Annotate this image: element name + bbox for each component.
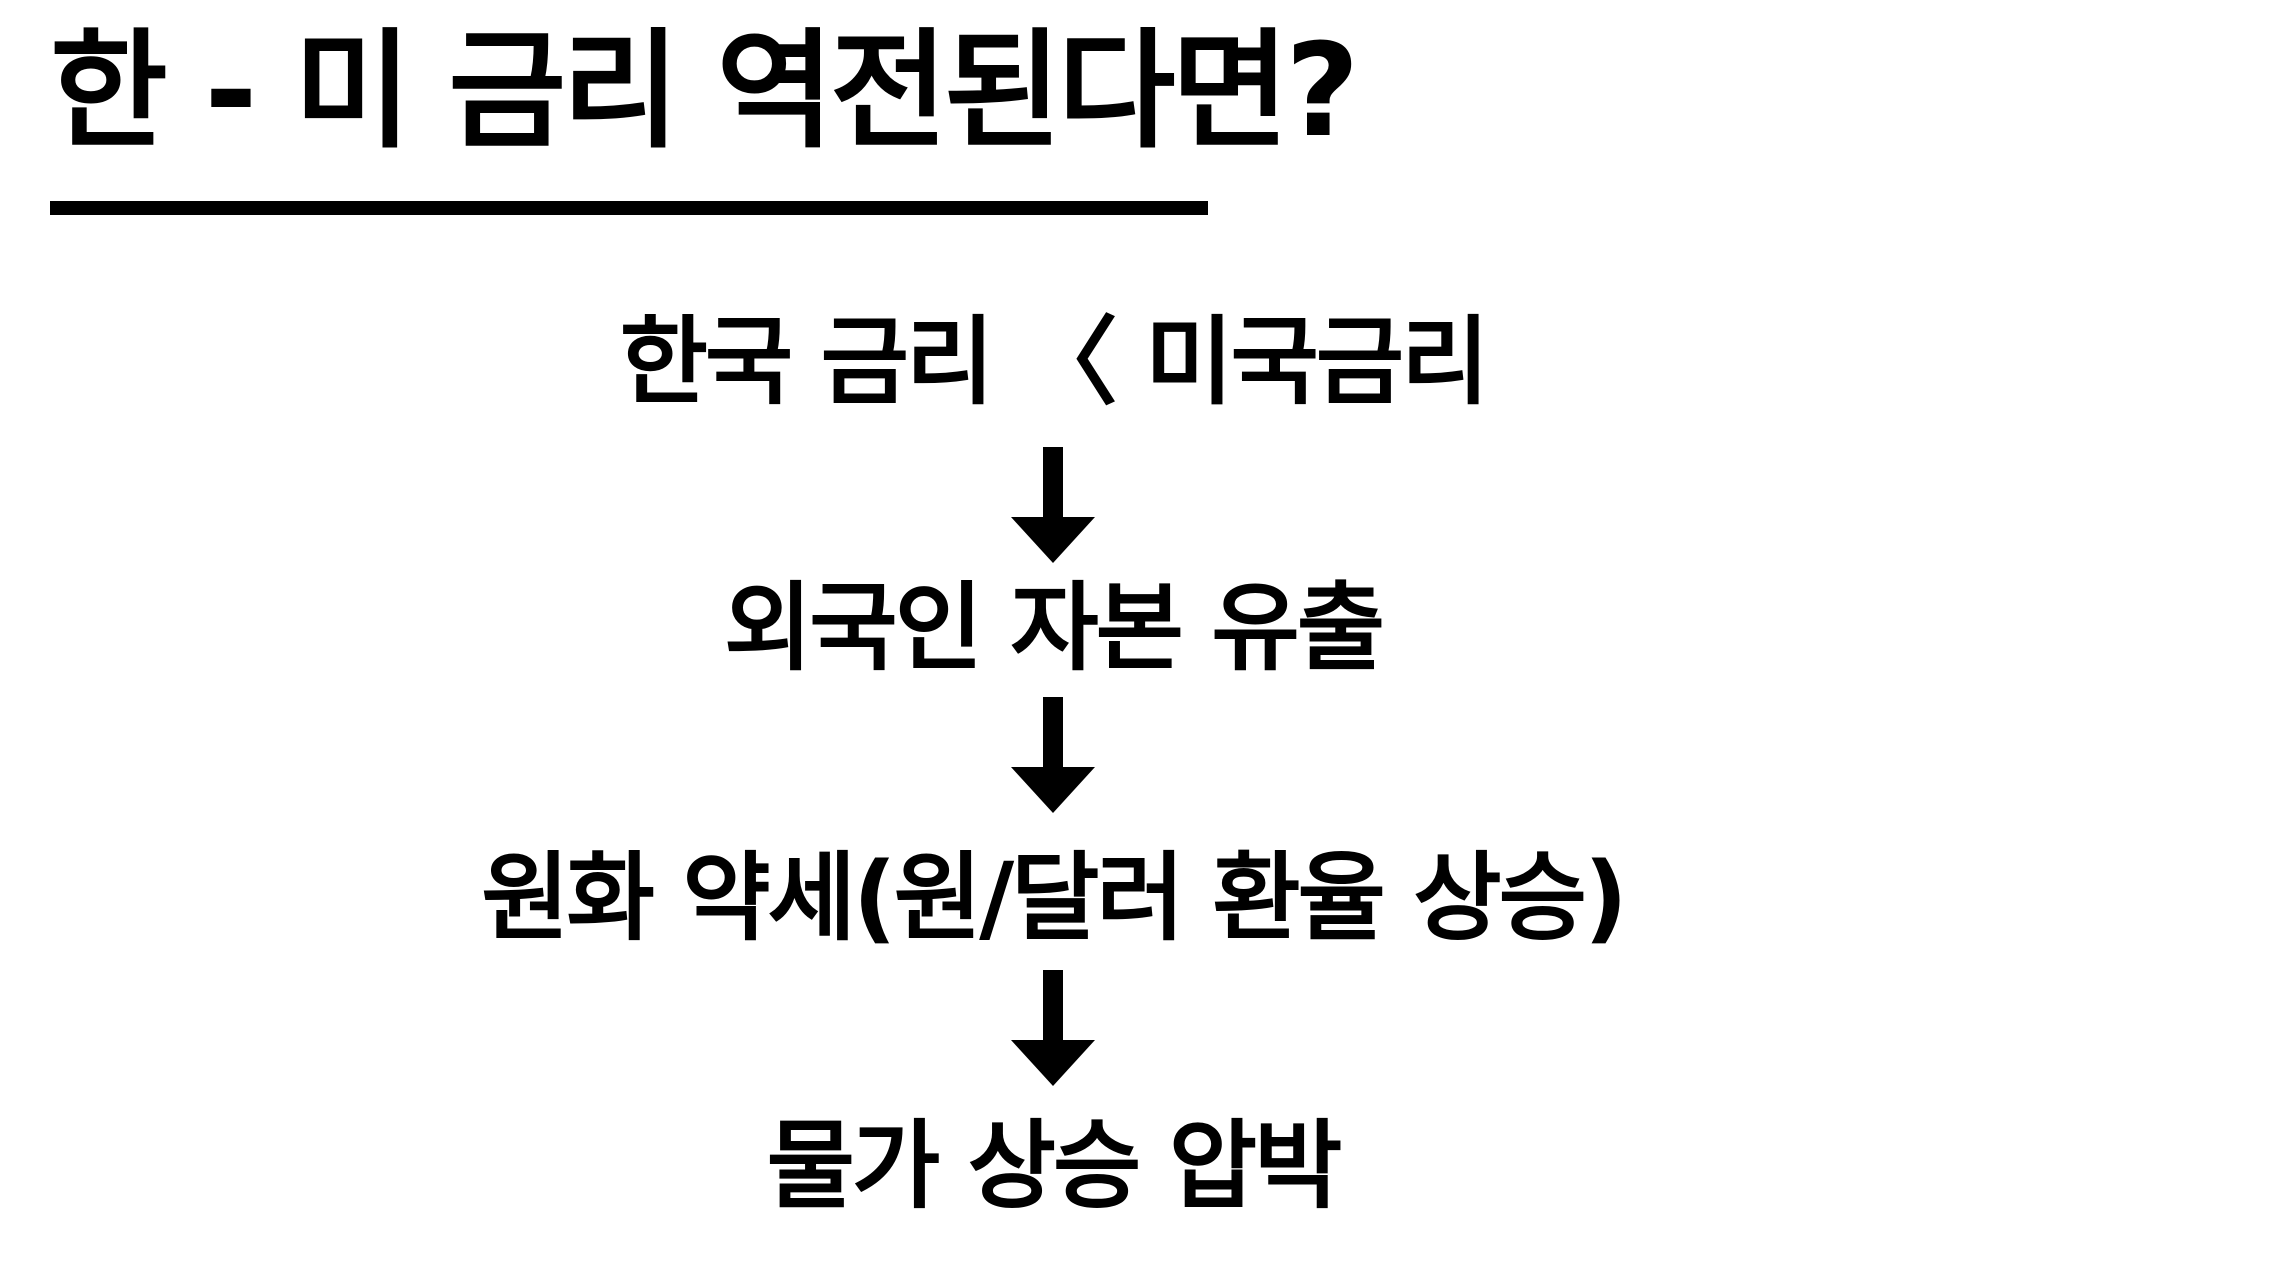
arrow-stem [1043, 970, 1063, 1040]
arrow-stem [1043, 697, 1063, 767]
arrow-stem [1043, 447, 1063, 517]
down-arrow-icon [1011, 970, 1095, 1086]
flow-step-won-weakness: 원화 약세(원/달러 환율 상승) [481, 842, 1628, 954]
down-arrow-icon [1011, 697, 1095, 813]
flow-step-foreign-capital-outflow: 외국인 자본 유출 [723, 572, 1385, 684]
flow-step-korea-vs-us-rate: 한국 금리 〈 미국금리 [619, 306, 1490, 418]
flow-step-inflation-pressure: 물가 상승 압박 [766, 1110, 1343, 1222]
arrow-head [1011, 517, 1095, 563]
arrow-head [1011, 1040, 1095, 1086]
down-arrow-icon [1011, 447, 1095, 563]
page-title: 한 - 미 금리 역전된다면? [50, 17, 1359, 166]
arrow-head [1011, 767, 1095, 813]
title-underline [50, 201, 1208, 215]
